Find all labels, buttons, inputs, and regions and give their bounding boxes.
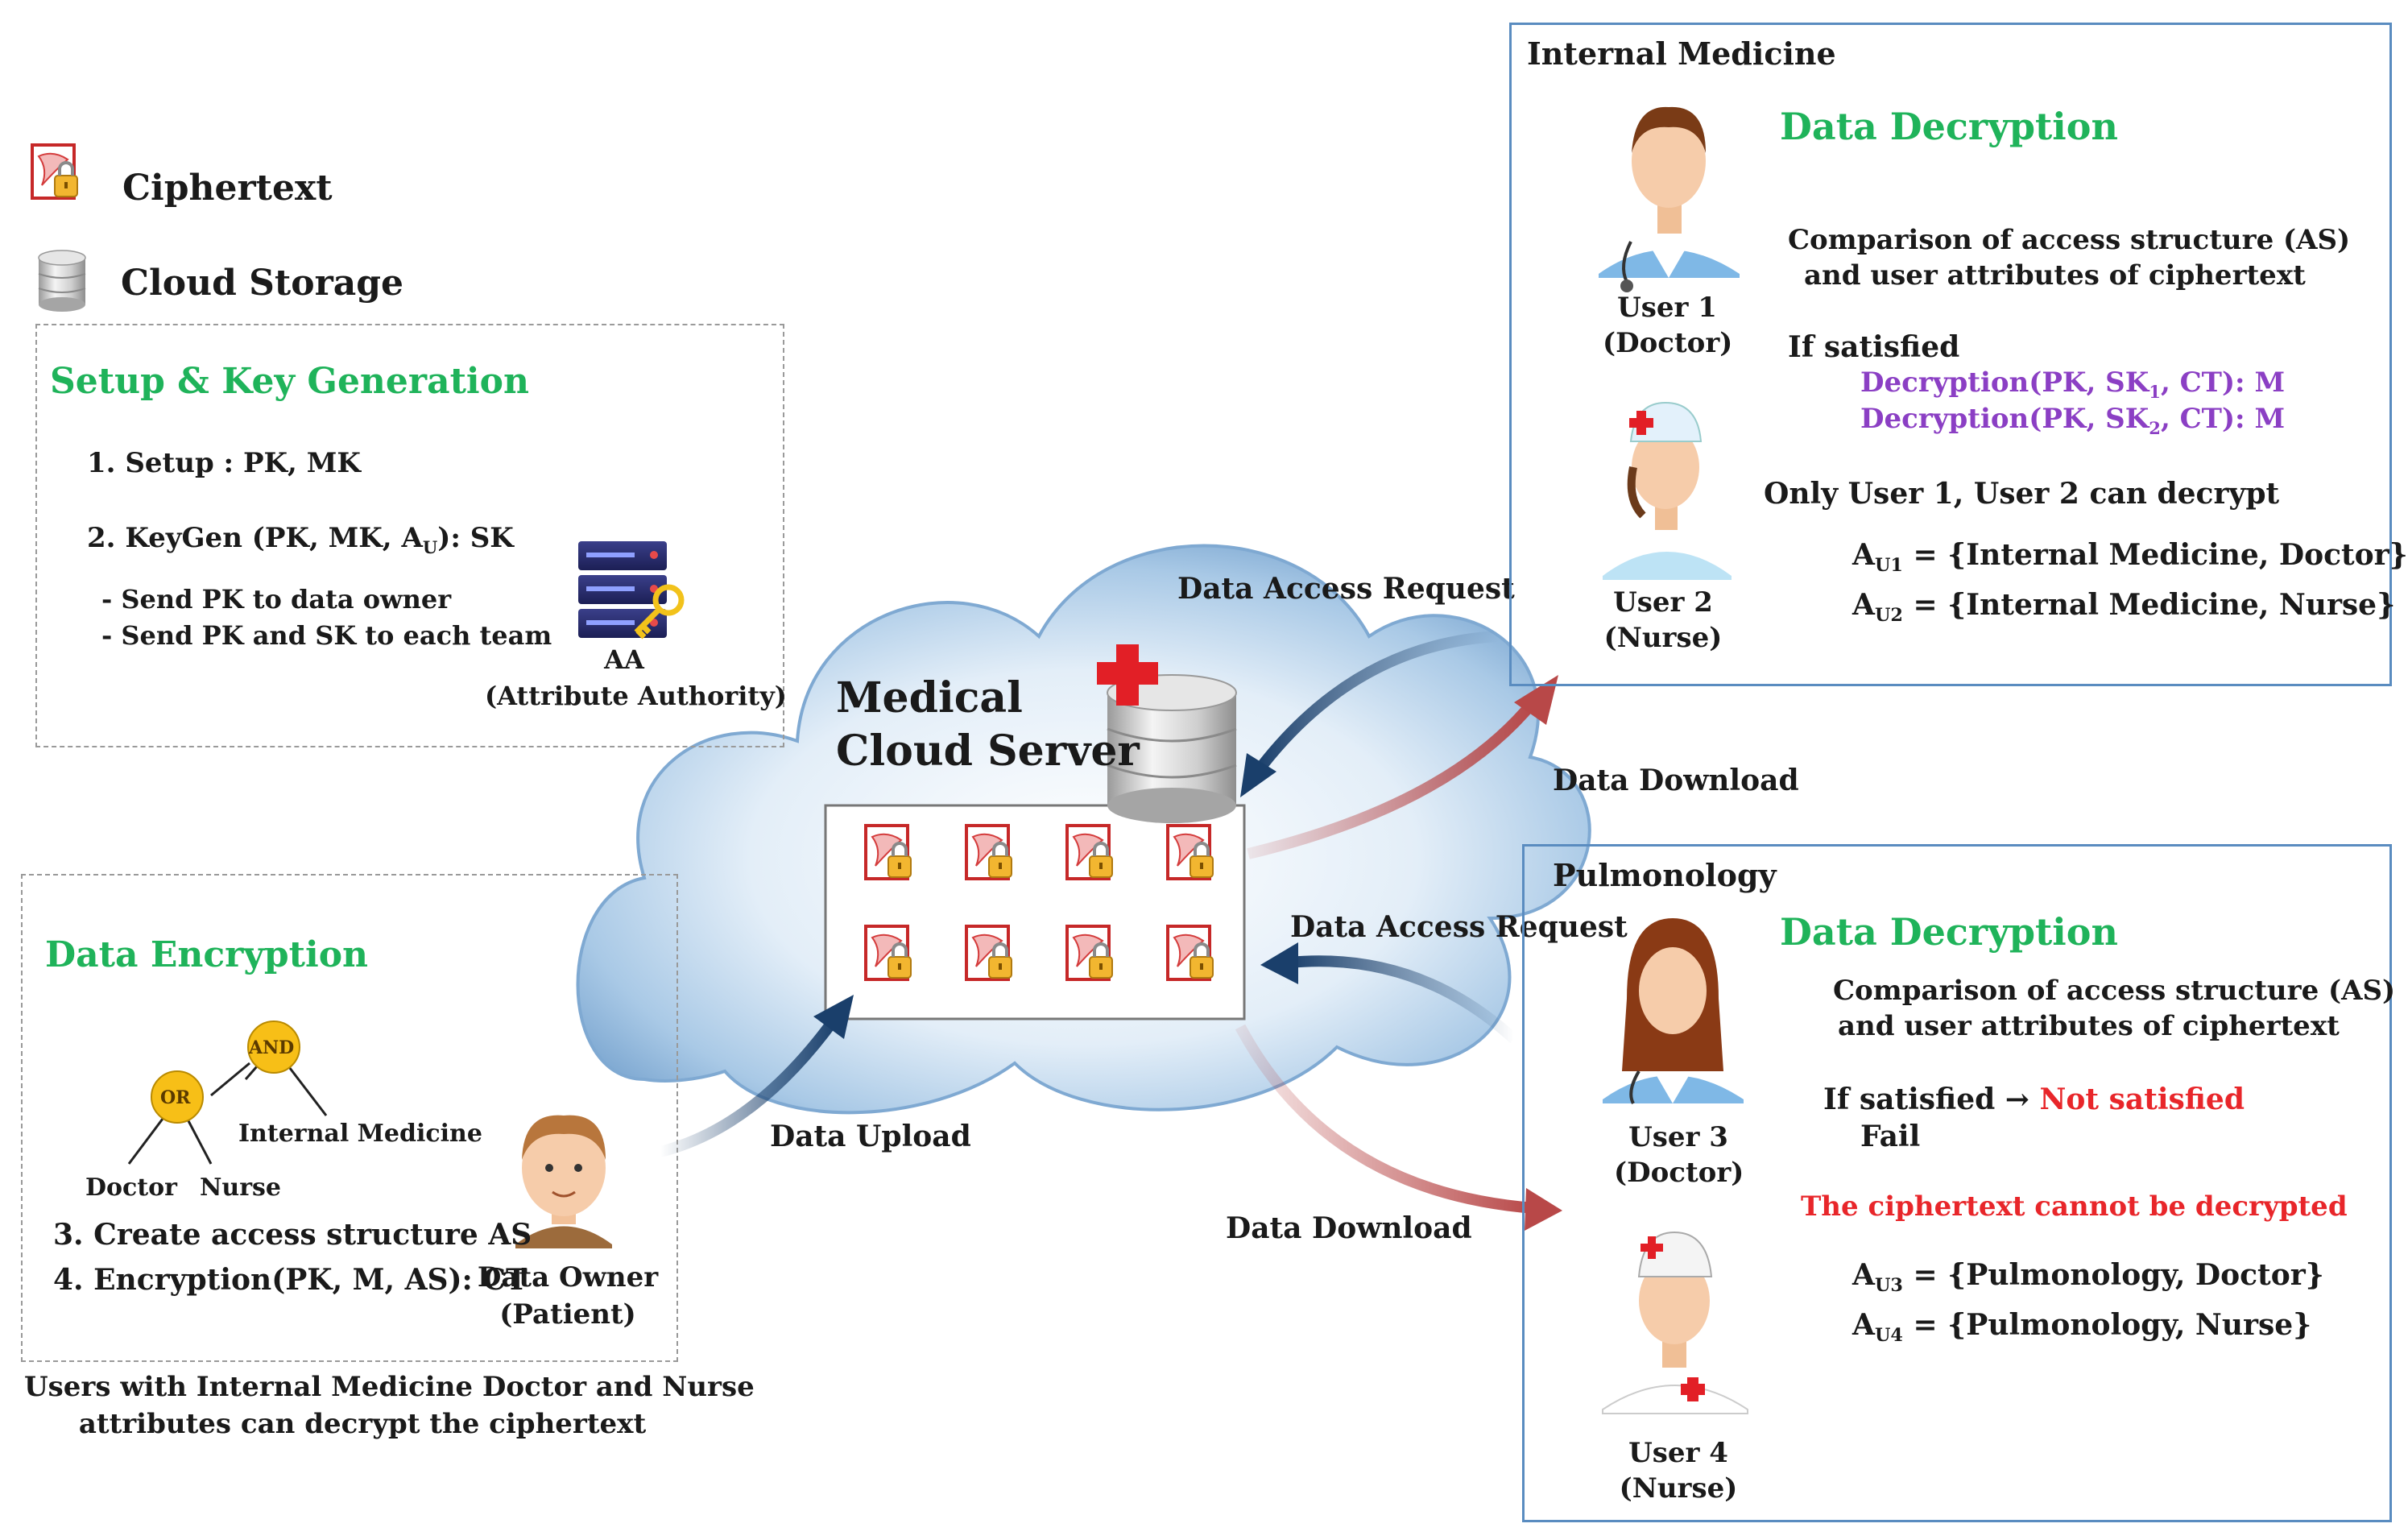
decryption-user2: Decryption(PK, SK2, CT): M — [1860, 403, 2286, 438]
leaf-internal-medicine: Internal Medicine — [238, 1120, 482, 1148]
data-owner-avatar — [515, 1115, 612, 1248]
setup-step2: 2. KeyGen (PK, MK, AU): SK — [87, 522, 514, 557]
user1-doctor-avatar — [1599, 106, 1740, 292]
legend-ciphertext-label: Ciphertext — [122, 168, 333, 209]
pulmo-if-satisfied: If satisfied → Not satisfied — [1823, 1083, 2245, 1116]
setup-title: Setup & Key Generation — [50, 361, 529, 402]
internal-compare-line1: Comparison of access structure (AS) — [1788, 224, 2351, 256]
attribute-authority-server-icon — [578, 541, 685, 640]
server-label-line2: Cloud Server — [836, 727, 1140, 776]
encryption-title: Data Encryption — [45, 934, 369, 975]
attr-user3: AU3 = {Pulmonology, Doctor} — [1852, 1258, 2324, 1297]
setup-step1: 1. Setup : PK, MK — [87, 447, 361, 479]
request-label-top: Data Access Request — [1177, 572, 1515, 606]
encryption-note-line1: Users with Internal Medicine Doctor and … — [24, 1371, 755, 1403]
upload-arrow — [659, 995, 854, 1157]
internal-dept-label: Internal Medicine — [1527, 35, 1836, 72]
user3-role: (Doctor) — [1614, 1157, 1744, 1189]
attr-user2: AU2 = {Internal Medicine, Nurse} — [1852, 588, 2396, 627]
download-label-bottom: Data Download — [1226, 1211, 1472, 1245]
user3-doctor-avatar — [1603, 918, 1744, 1104]
internal-medicine-panel — [1509, 23, 2392, 686]
cloud-database-icon — [1097, 644, 1237, 823]
internal-compare-line2: and user attributes of ciphertext — [1804, 259, 2306, 292]
and-node — [247, 1020, 300, 1074]
aa-label: AA — [604, 644, 644, 675]
pulmo-fail: Fail — [1860, 1120, 1921, 1153]
pulmo-compare-line1: Comparison of access structure (AS) — [1833, 975, 2396, 1007]
encryption-note-line2: attributes can decrypt the ciphertext — [78, 1408, 647, 1440]
request-arrow-top — [1240, 631, 1499, 797]
download-label-top: Data Download — [1553, 764, 1799, 797]
user2-label: User 2 — [1613, 586, 1713, 619]
setup-keygen-panel — [35, 324, 784, 747]
user4-role: (Nurse) — [1619, 1472, 1738, 1505]
or-node-label: OR — [160, 1087, 191, 1108]
user4-nurse-avatar — [1602, 1231, 1748, 1414]
data-owner-label: Data Owner — [477, 1261, 659, 1294]
leaf-nurse: Nurse — [200, 1174, 282, 1202]
legend-ciphertext-icon — [31, 143, 79, 200]
internal-only-decrypt: Only User 1, User 2 can decrypt — [1764, 477, 2280, 511]
encryption-step3: 3. Create access structure AS — [53, 1218, 532, 1252]
or-node — [151, 1070, 204, 1124]
setup-send-pk-sk: - Send PK and SK to each team — [101, 620, 552, 651]
setup-send-pk: - Send PK to data owner — [101, 584, 452, 615]
user4-label: User 4 — [1628, 1437, 1728, 1469]
user2-nurse-avatar — [1603, 401, 1732, 580]
pulmonology-panel — [1522, 844, 2392, 1522]
pulmo-decryption-title: Data Decryption — [1780, 910, 2118, 954]
download-arrow-top — [1247, 675, 1558, 859]
legend-cloud-storage-label: Cloud Storage — [121, 263, 404, 304]
decryption-user1: Decryption(PK, SK1, CT): M — [1860, 366, 2286, 402]
and-node-label: AND — [249, 1037, 295, 1058]
user3-label: User 3 — [1628, 1121, 1728, 1153]
encryption-step4: 4. Encryption(PK, M, AS): CT — [53, 1263, 528, 1297]
user2-role: (Nurse) — [1603, 622, 1723, 654]
leaf-doctor: Doctor — [85, 1174, 177, 1202]
pulmo-cannot-decrypt: The ciphertext cannot be decrypted — [1801, 1190, 2348, 1223]
request-arrow-bottom — [1260, 942, 1518, 1044]
aa-full-label: (Attribute Authority) — [485, 681, 787, 711]
server-label-line1: Medical — [836, 673, 1023, 722]
pulmo-compare-line2: and user attributes of ciphertext — [1838, 1010, 2340, 1042]
request-label-bottom: Data Access Request — [1290, 910, 1628, 944]
download-arrow-bottom — [1235, 1024, 1562, 1231]
pulmo-dept-label: Pulmonology — [1553, 857, 1777, 893]
upload-label: Data Upload — [770, 1120, 971, 1153]
user1-label: User 1 — [1617, 292, 1717, 324]
legend-cloud-storage-icon — [38, 250, 86, 312]
attr-user1: AU1 = {Internal Medicine, Doctor} — [1852, 538, 2408, 577]
user1-role: (Doctor) — [1603, 327, 1733, 359]
internal-decryption-title: Data Decryption — [1780, 105, 2118, 148]
data-owner-role: (Patient) — [499, 1298, 636, 1331]
attr-user4: AU4 = {Pulmonology, Nurse} — [1852, 1308, 2312, 1347]
data-encryption-panel — [21, 874, 678, 1362]
internal-if-satisfied: If satisfied — [1788, 330, 1960, 364]
